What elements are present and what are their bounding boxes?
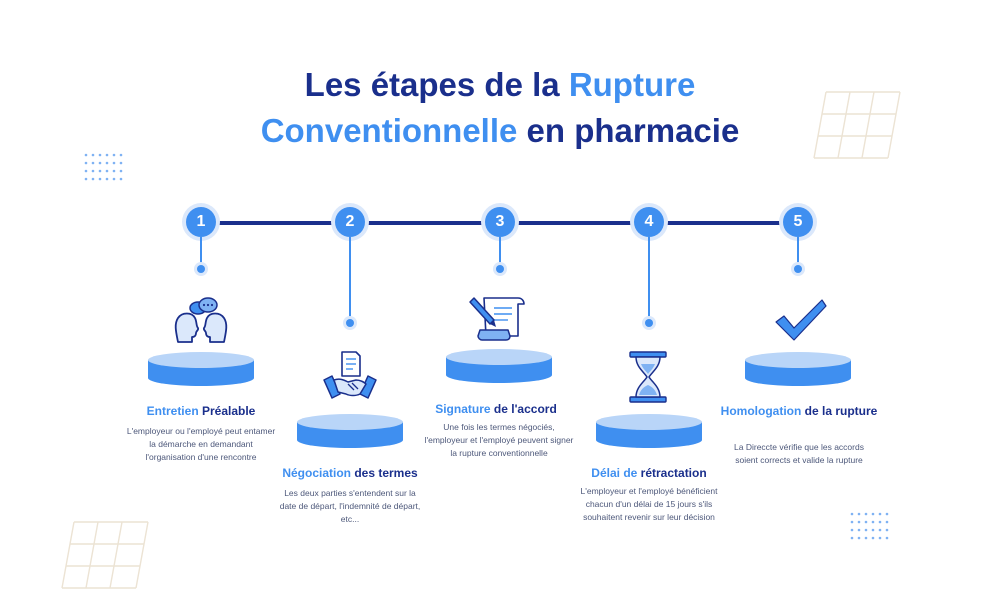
- step-description-3: Une fois les termes négociés, l'employeu…: [424, 422, 574, 458]
- grid-decoration-top-right: [813, 91, 901, 159]
- step-number-4: 4: [634, 207, 664, 237]
- grid-decoration-bottom-left: [61, 521, 149, 589]
- dialogue-heads-icon: [174, 297, 228, 343]
- dot-grid-decoration-left: [84, 153, 123, 181]
- title-line-1: Les étapes de la Rupture: [304, 66, 696, 103]
- step-title-1: Entretien Préalable: [146, 404, 256, 418]
- step-title-4: Délai de rétractation: [591, 466, 707, 480]
- step-connector-5: [797, 237, 799, 267]
- dot-grid-decoration-right: [850, 512, 889, 540]
- step-connector-dot-4: [645, 319, 653, 327]
- step-title-2: Négociation des termes: [282, 466, 418, 480]
- step-description-5: La Direccte vérifie que les accords soie…: [734, 442, 864, 465]
- step-title-3: Signature de l'accord: [435, 402, 557, 416]
- step-title-5: Homologation de la rupture: [720, 404, 878, 418]
- hourglass-icon: [629, 351, 667, 403]
- step-podium-1: [148, 352, 254, 386]
- step-connector-1: [200, 237, 202, 267]
- step-description-2: Les deux parties s'entendent sur la date…: [279, 488, 421, 524]
- step-number-3: 3: [485, 207, 515, 237]
- title-line-2: Conventionnelle en pharmacie: [260, 112, 740, 149]
- step-connector-dot-5: [794, 265, 802, 273]
- step-number-1: 1: [186, 207, 216, 237]
- step-podium-2: [297, 414, 403, 448]
- checkmark-icon: [775, 299, 827, 341]
- signing-scroll-icon: [469, 297, 525, 341]
- step-connector-dot-1: [197, 265, 205, 273]
- handshake-contract-icon: [323, 351, 377, 399]
- step-connector-dot-2: [346, 319, 354, 327]
- step-description-4: L'employeur et l'employé bénéficient cha…: [580, 486, 718, 522]
- step-connector-4: [648, 237, 650, 321]
- step-connector-2: [349, 237, 351, 321]
- step-connector-dot-3: [496, 265, 504, 273]
- step-number-2: 2: [335, 207, 365, 237]
- step-connector-3: [499, 237, 501, 267]
- step-podium-5: [745, 352, 851, 386]
- step-podium-4: [596, 414, 702, 448]
- step-description-1: L'employeur ou l'employé peut entamer la…: [126, 426, 276, 462]
- page-title: Les étapes de la Rupture Conventionnelle…: [0, 62, 1000, 154]
- step-number-5: 5: [783, 207, 813, 237]
- step-podium-3: [446, 349, 552, 383]
